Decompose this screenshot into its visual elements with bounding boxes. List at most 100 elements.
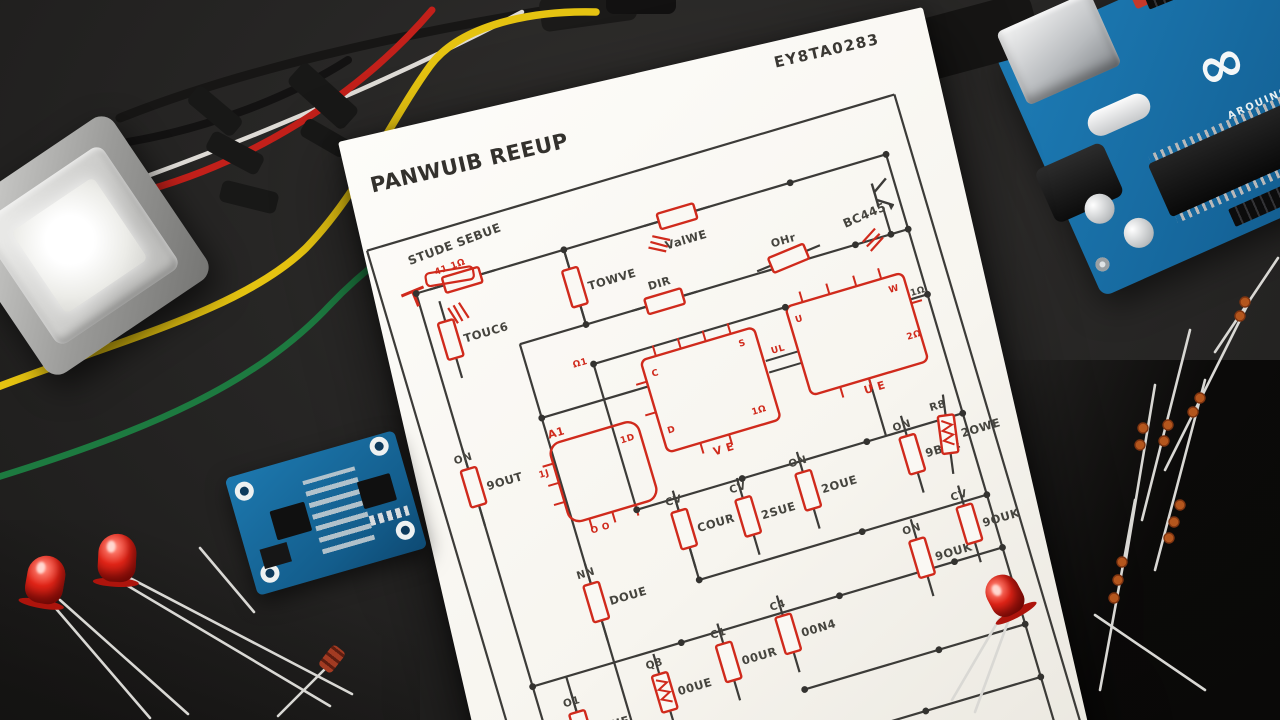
schematic-label: S — [738, 338, 748, 350]
ic-pin — [839, 386, 845, 398]
component-lead — [198, 546, 256, 614]
junction-dot — [633, 506, 641, 514]
wire — [365, 250, 567, 720]
resistor-symbol — [734, 477, 762, 556]
resistor-bead — [1194, 392, 1206, 404]
resistor-lead — [1163, 298, 1252, 472]
resistor-bead — [1116, 556, 1128, 568]
ic-pin — [651, 345, 657, 357]
schematic-mark — [862, 227, 884, 252]
junction-dot — [999, 544, 1006, 551]
led-lead — [116, 578, 332, 708]
junction-dot — [882, 150, 890, 158]
wire — [592, 363, 638, 511]
junction-dot — [590, 360, 597, 368]
resistor-bead — [1163, 532, 1175, 544]
resistor-bead — [1137, 422, 1149, 434]
junction-dot — [560, 246, 568, 254]
schematic-label: O1 — [562, 694, 582, 710]
junction-dot — [677, 639, 685, 646]
junction-dot — [935, 646, 943, 654]
schematic-label: UL — [770, 343, 786, 357]
schematic-label: CV — [949, 487, 969, 503]
led-lead — [950, 616, 1002, 702]
ic-pin — [868, 378, 874, 390]
resistor-symbol — [670, 490, 698, 568]
wire — [893, 94, 1095, 720]
resistor-symbol — [936, 394, 960, 475]
jumper-wire-black-2 — [124, 56, 352, 146]
schematic-label: 2Ω — [906, 329, 923, 343]
ic-pin — [542, 462, 554, 468]
junction-dot — [836, 592, 843, 600]
resistor-bead — [1174, 499, 1186, 511]
bus-wire — [768, 361, 803, 374]
wire — [604, 675, 1042, 720]
wire — [366, 93, 895, 252]
junction-dot — [695, 576, 703, 584]
schematic-label: 1J — [538, 468, 551, 481]
resistor-symbol — [568, 691, 596, 720]
schematic-label: ON — [787, 454, 808, 471]
ic-pin — [911, 299, 923, 305]
junction-dot — [786, 179, 794, 187]
schematic-label: Ω1 — [572, 357, 589, 371]
ic-pin — [798, 291, 804, 303]
schematic-label: NN — [575, 565, 596, 582]
ic-pin — [877, 268, 883, 280]
resistor-bead — [1158, 435, 1170, 447]
resistor-bead — [1112, 574, 1124, 586]
schematic-label: CV — [664, 493, 684, 509]
ic-symbol — [635, 323, 781, 454]
schematic-label: V E — [712, 440, 736, 459]
junction-dot — [738, 475, 746, 482]
schematic-label: 93UE — [593, 713, 631, 720]
schematic-label: ON — [452, 451, 473, 468]
schematic-label: R8 — [928, 398, 947, 414]
junction-dot — [529, 683, 537, 691]
resistor-symbol — [436, 300, 465, 379]
resistor-symbol — [650, 653, 679, 720]
led-lead — [58, 598, 190, 716]
ic-pin — [699, 442, 705, 454]
schematic-label: ON — [891, 418, 912, 435]
junction-dot — [858, 528, 866, 536]
resistor-bead — [1108, 592, 1120, 604]
component-lead — [276, 662, 332, 718]
resistor-symbol — [756, 243, 821, 274]
junction-dot — [781, 303, 789, 311]
ic-pin — [588, 518, 594, 530]
red-led — [92, 532, 142, 589]
junction-dot — [951, 558, 958, 566]
junction-dot — [924, 290, 931, 298]
schematic-mark — [424, 265, 475, 288]
led-lead — [124, 574, 354, 696]
junction-dot — [538, 414, 546, 422]
resistor-bead — [1168, 516, 1180, 528]
wire — [884, 154, 1061, 720]
junction-dot — [412, 290, 420, 297]
schematic-label: D — [666, 425, 676, 437]
junction-dot — [983, 491, 991, 499]
resistor-bead — [1234, 310, 1246, 322]
bus-wire — [765, 350, 799, 362]
schematic-label: Q8 — [644, 656, 664, 672]
schematic-label: C — [651, 368, 661, 380]
resistor-lead — [1093, 613, 1207, 692]
resistor-symbol — [561, 248, 589, 326]
ic-pin — [635, 380, 648, 386]
ic-symbol — [785, 268, 929, 398]
led-lead — [50, 602, 152, 720]
ic-pin — [645, 411, 657, 417]
schematic-label: DIR — [646, 274, 672, 293]
junction-dot — [1021, 620, 1029, 628]
resistor-bead — [1239, 296, 1251, 308]
resistor-lead — [1153, 378, 1207, 572]
resistor-symbol — [794, 451, 823, 529]
resistor-symbol — [714, 623, 743, 701]
resistor-symbol — [774, 595, 802, 673]
schematic-label: A1 — [546, 424, 566, 441]
junction-dot — [582, 321, 590, 328]
